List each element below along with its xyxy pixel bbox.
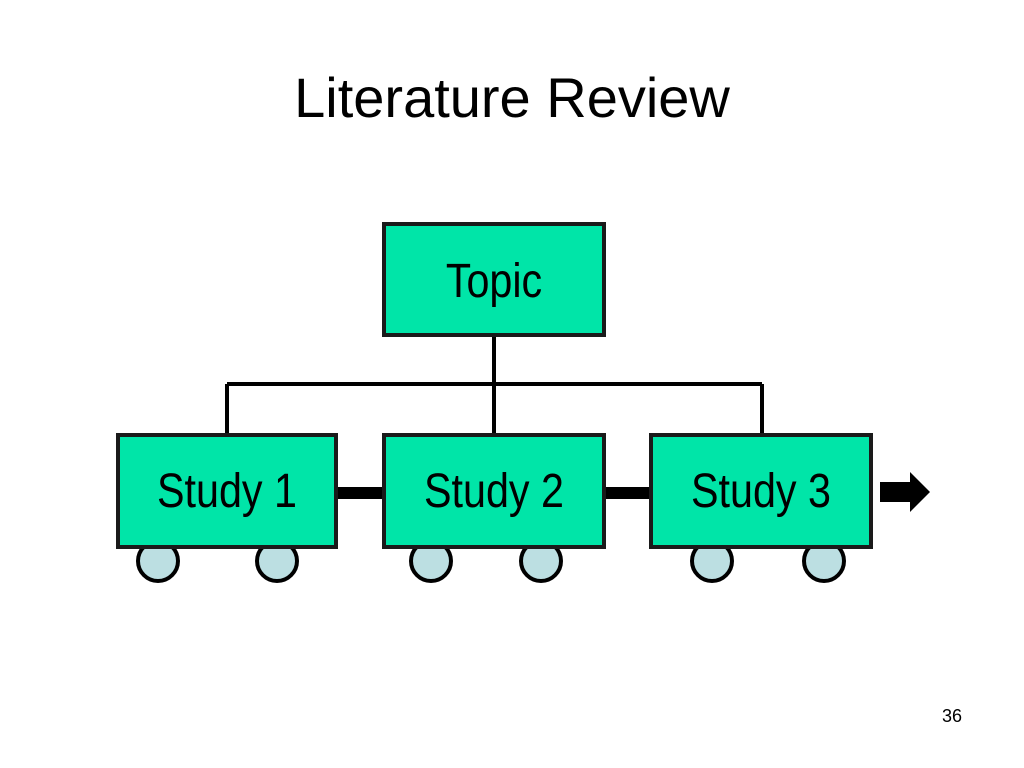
arrow-right-icon [880, 472, 930, 512]
study-label: Study 1 [157, 464, 297, 518]
study-node-1: Study 1 [116, 433, 338, 549]
topic-label: Topic [446, 254, 542, 308]
study-box [649, 433, 873, 549]
topic-node: Topic [382, 222, 606, 337]
study-node-3: Study 3 [649, 433, 873, 549]
coupling-2-3 [604, 487, 654, 499]
study-box [382, 433, 606, 549]
couplings [336, 487, 654, 499]
study-node-2: Study 2 [382, 433, 606, 549]
coupling-1-2 [336, 487, 386, 499]
tree-connectors [225, 335, 764, 435]
topic-box [382, 222, 606, 337]
study-box [116, 433, 338, 549]
slide-title: Literature Review [294, 66, 730, 129]
study-label: Study 2 [424, 464, 564, 518]
study-label: Study 3 [691, 464, 831, 518]
slide-number: 36 [941, 706, 962, 726]
